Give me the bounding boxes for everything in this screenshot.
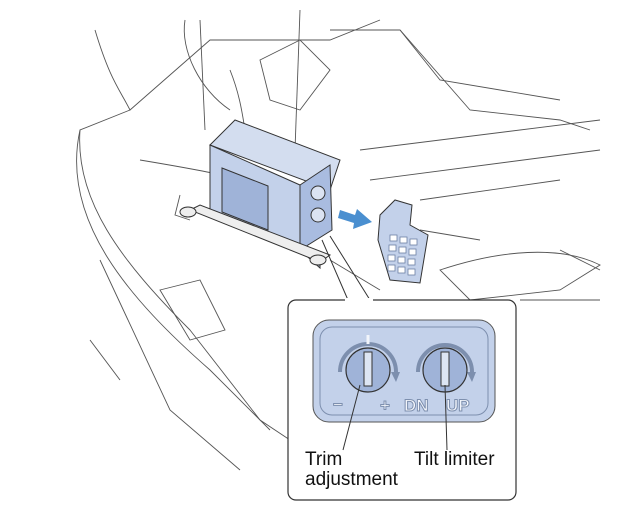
engine-outline bbox=[76, 9, 601, 471]
trim-adjustment-dial[interactable] bbox=[338, 335, 400, 393]
trim-tilt-unit bbox=[179, 119, 341, 270]
minus-marking: − bbox=[333, 395, 343, 414]
tilt-leader-line bbox=[444, 384, 448, 451]
removed-cover bbox=[377, 199, 429, 284]
remove-cover-arrow bbox=[338, 209, 372, 229]
down-marking: DN bbox=[404, 396, 429, 415]
plus-marking: + bbox=[380, 396, 390, 415]
up-marking: UP bbox=[446, 396, 470, 415]
trim-label-line2: adjustment bbox=[305, 469, 399, 490]
trim-label-line1: Trim bbox=[305, 449, 342, 470]
trim-dial-small bbox=[310, 185, 326, 201]
tilt-limiter-label: Tilt limiter bbox=[414, 449, 495, 470]
detail-callout: − + DN UP Trim adjustment Tilt limiter bbox=[287, 235, 517, 501]
trim-leader-line bbox=[342, 384, 361, 451]
tilt-dial-small bbox=[310, 207, 326, 223]
